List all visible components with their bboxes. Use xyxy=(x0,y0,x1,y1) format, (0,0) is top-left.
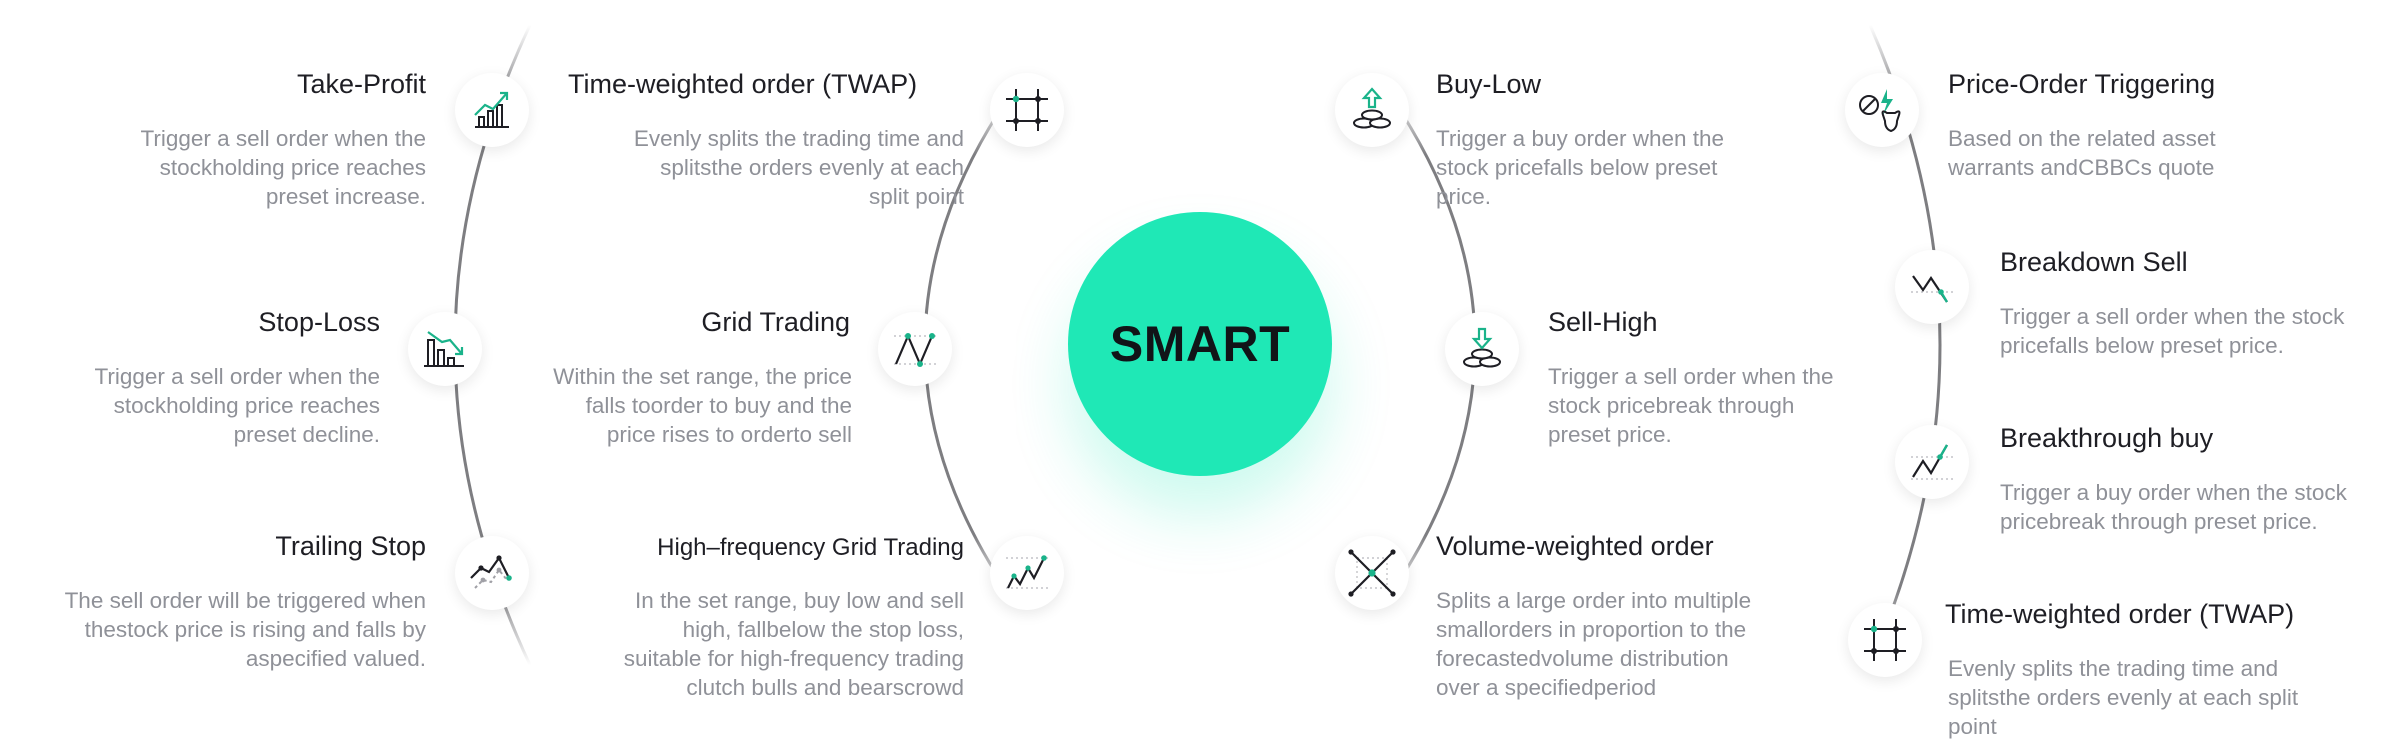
grid-split-icon xyxy=(990,73,1064,147)
sell-high-desc: Trigger a sell order when the stock pric… xyxy=(1548,364,1834,447)
grid-trading-title: Grid Trading xyxy=(701,307,850,337)
price-order-triggering-title: Price-Order Triggering xyxy=(1948,69,2216,99)
breakthrough-buy-title: Breakthrough buy xyxy=(2000,423,2214,453)
breakthrough-line-icon xyxy=(1895,425,1969,499)
sell-high-title: Sell-High xyxy=(1548,307,1658,337)
twap-left-title: Time-weighted order (TWAP) xyxy=(568,69,918,99)
breakdown-line-icon xyxy=(1895,250,1969,324)
take-profit-title: Take-Profit xyxy=(296,69,426,99)
coins-up-arrow-icon xyxy=(1335,73,1409,147)
breakdown-sell-desc: Trigger a sell order when the stock pric… xyxy=(2000,304,2345,358)
bull-lightning-icon xyxy=(1845,73,1919,147)
smart-center-circle: SMART xyxy=(1068,212,1332,476)
twap-right-desc: Evenly splits the trading time and split… xyxy=(1948,656,2299,739)
twap-right-title: Time-weighted order (TWAP) xyxy=(1945,599,2295,629)
twap-left-desc: Evenly splits the trading time and split… xyxy=(633,126,964,209)
take-profit-desc: Trigger a sell order when the stockholdi… xyxy=(140,126,426,209)
grid-split-icon xyxy=(1848,603,1922,677)
stop-loss-title: Stop-Loss xyxy=(258,307,380,337)
grid-trading-desc: Within the set range, the price falls to… xyxy=(553,364,852,447)
vwap-desc: Splits a large order into multiple small… xyxy=(1436,588,1752,700)
breakdown-sell-title: Breakdown Sell xyxy=(2000,247,2188,277)
falling-bar-chart-icon xyxy=(408,312,482,386)
buy-low-desc: Trigger a buy order when the stock price… xyxy=(1436,126,1725,209)
trailing-stop-desc: The sell order will be triggered when th… xyxy=(64,588,426,671)
stop-loss-desc: Trigger a sell order when the stockholdi… xyxy=(94,364,380,447)
center-label: SMART xyxy=(1109,316,1291,372)
hf-zigzag-icon xyxy=(990,536,1064,610)
zigzag-grid-icon xyxy=(878,312,952,386)
trailing-stop-title: Trailing Stop xyxy=(275,531,426,561)
rising-bar-chart-icon xyxy=(455,73,529,147)
buy-low-title: Buy-Low xyxy=(1436,69,1542,99)
price-order-triggering-desc: Based on the related asset warrants andC… xyxy=(1948,126,2216,180)
breakthrough-buy-desc: Trigger a buy order when the stock price… xyxy=(2000,480,2347,534)
trailing-line-icon xyxy=(455,536,529,610)
hf-grid-trading-title: High–frequency Grid Trading xyxy=(657,534,964,561)
cross-box-icon xyxy=(1335,536,1409,610)
coins-down-arrow-icon xyxy=(1445,312,1519,386)
vwap-title: Volume-weighted order xyxy=(1436,531,1714,561)
hf-grid-trading-desc: In the set range, buy low and sell high,… xyxy=(623,588,964,700)
